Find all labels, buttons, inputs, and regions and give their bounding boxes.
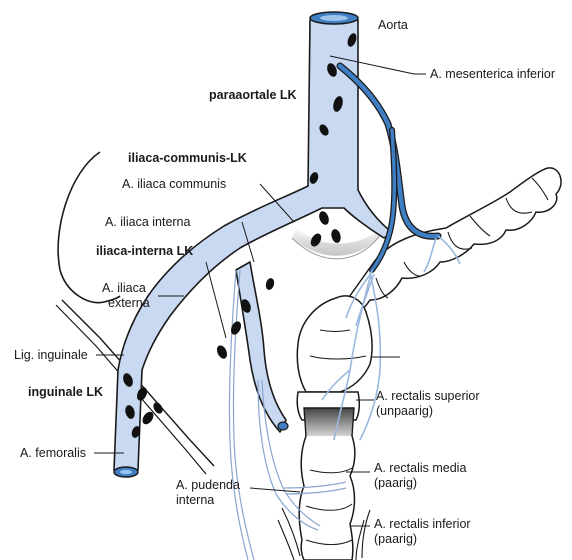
label-rectalis-superior-line2: (unpaarig) <box>376 404 433 418</box>
label-lig-inguinale: Lig. inguinale <box>14 348 88 362</box>
label-pudenda-line1: A. pudenda <box>176 478 240 492</box>
label-rectalis-inferior-line1: A. rectalis inferior <box>374 517 471 531</box>
label-rectalis-superior-line1: A. rectalis superior <box>376 389 480 403</box>
label-rectalis-media-line1: A. rectalis media <box>374 461 466 475</box>
label-iliaca-communis-lk: iliaca-communis-LK <box>128 151 247 165</box>
label-iliaca-interna-lk: iliaca-interna LK <box>96 244 193 258</box>
label-rectalis-inferior-line2: (paarig) <box>374 532 417 546</box>
label-inguinale-lk: inguinale LK <box>28 385 103 399</box>
label-mesenterica-inferior: A. mesenterica inferior <box>430 67 555 81</box>
label-pudenda-line2: interna <box>176 493 214 507</box>
label-femoralis: A. femoralis <box>20 446 86 460</box>
label-aorta: Aorta <box>378 18 408 32</box>
label-iliaca-communis: A. iliaca communis <box>122 177 226 191</box>
label-rectalis-media-line2: (paarig) <box>374 476 417 490</box>
label-iliaca-externa-line2: externa <box>108 296 150 310</box>
label-iliaca-externa-line1: A. iliaca <box>102 281 146 295</box>
rectum <box>297 392 359 560</box>
label-iliaca-interna: A. iliaca interna <box>105 215 190 229</box>
label-paraaortale-lk: paraaortale LK <box>209 88 297 102</box>
